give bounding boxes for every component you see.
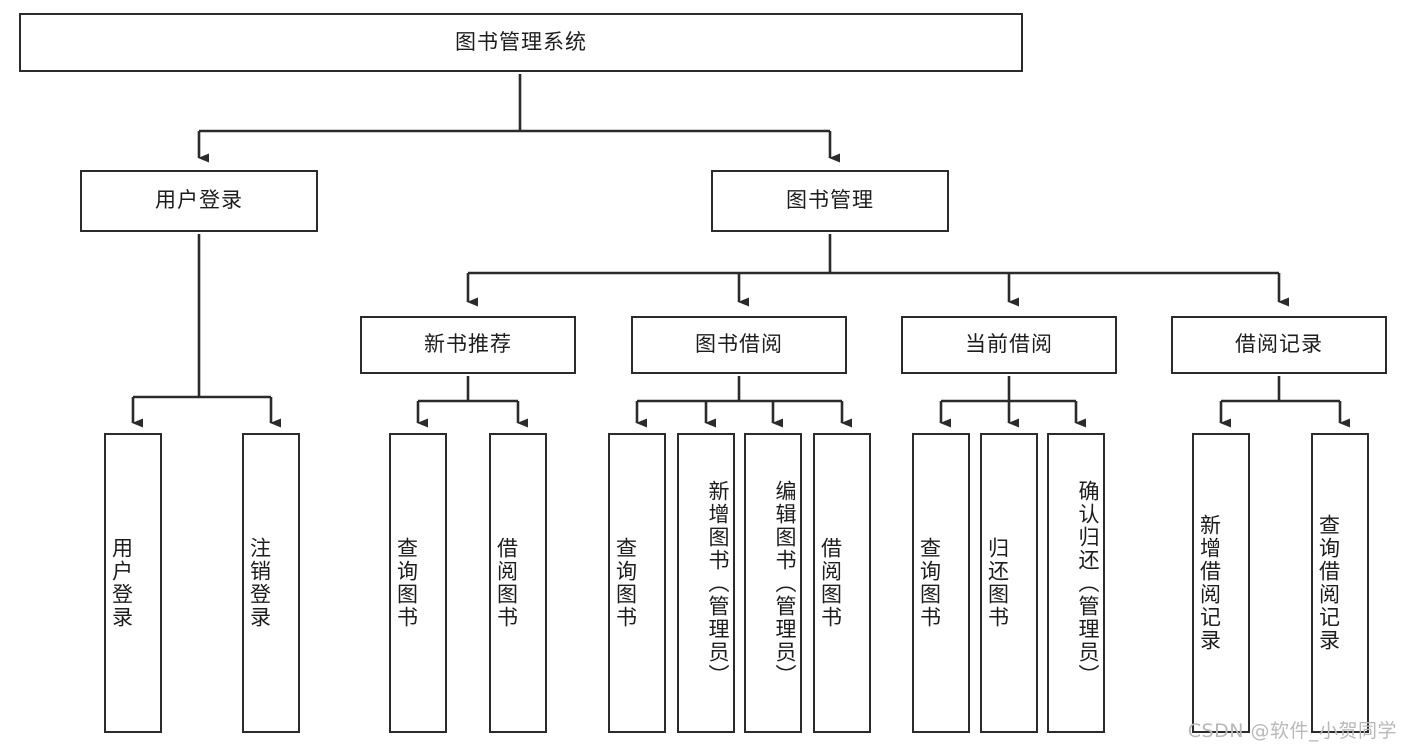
- node-label: 归还图书: [985, 537, 1010, 629]
- leaf-borrow-record-add-record[interactable]: 新增借阅记录: [1192, 433, 1250, 733]
- leaf-current-borrow-confirm-return-admin[interactable]: 确认归还（管理员）: [1047, 433, 1105, 733]
- leaf-new-book-query-book[interactable]: 查询图书: [389, 433, 447, 733]
- csdn-watermark: CSDN @软件_小贺同学: [1187, 720, 1397, 742]
- leaf-book-borrow-edit-book-admin[interactable]: 编辑图书（管理员）: [744, 433, 802, 733]
- node-label: 用户登录: [155, 188, 243, 213]
- node-label: 图书管理系统: [455, 29, 587, 54]
- leaf-current-borrow-query-book[interactable]: 查询图书: [912, 433, 970, 733]
- node-book-management[interactable]: 图书管理: [711, 170, 949, 232]
- leaf-book-borrow-add-book-admin[interactable]: 新增图书（管理员）: [677, 433, 735, 733]
- node-current-borrow[interactable]: 当前借阅: [901, 316, 1117, 374]
- node-new-book-recommend[interactable]: 新书推荐: [360, 316, 576, 374]
- node-label: 查询图书: [394, 537, 419, 629]
- node-label: 借阅图书: [818, 537, 843, 629]
- leaf-new-book-borrow-book[interactable]: 借阅图书: [489, 433, 547, 733]
- node-label: 用户登录: [109, 537, 134, 629]
- leaf-book-borrow-borrow-book[interactable]: 借阅图书: [813, 433, 871, 733]
- leaf-borrow-record-query-record[interactable]: 查询借阅记录: [1311, 433, 1369, 733]
- leaf-book-borrow-query-book[interactable]: 查询图书: [608, 433, 666, 733]
- node-label: 注销登录: [247, 537, 272, 629]
- node-label: 新增图书（管理员）: [706, 479, 730, 687]
- node-label: 确认归还（管理员）: [1076, 479, 1100, 687]
- node-label: 查询图书: [613, 537, 638, 629]
- node-label: 编辑图书（管理员）: [773, 479, 797, 687]
- node-label: 查询图书: [917, 537, 942, 629]
- node-label: 借阅记录: [1235, 332, 1323, 357]
- leaf-user-login-login[interactable]: 用户登录: [104, 433, 162, 733]
- node-book-borrow[interactable]: 图书借阅: [631, 316, 847, 374]
- node-label: 借阅图书: [494, 537, 519, 629]
- leaf-current-borrow-return-book[interactable]: 归还图书: [980, 433, 1038, 733]
- node-label: 查询借阅记录: [1316, 514, 1341, 652]
- node-label: 图书借阅: [695, 332, 783, 357]
- node-root-book-management-system[interactable]: 图书管理系统: [19, 13, 1023, 72]
- node-label: 新书推荐: [424, 332, 512, 357]
- leaf-user-login-logout[interactable]: 注销登录: [242, 433, 300, 733]
- node-label: 新增借阅记录: [1197, 514, 1222, 652]
- node-user-login[interactable]: 用户登录: [80, 170, 318, 232]
- node-label: 当前借阅: [965, 332, 1053, 357]
- node-label: 图书管理: [786, 188, 874, 213]
- node-borrow-record[interactable]: 借阅记录: [1171, 316, 1387, 374]
